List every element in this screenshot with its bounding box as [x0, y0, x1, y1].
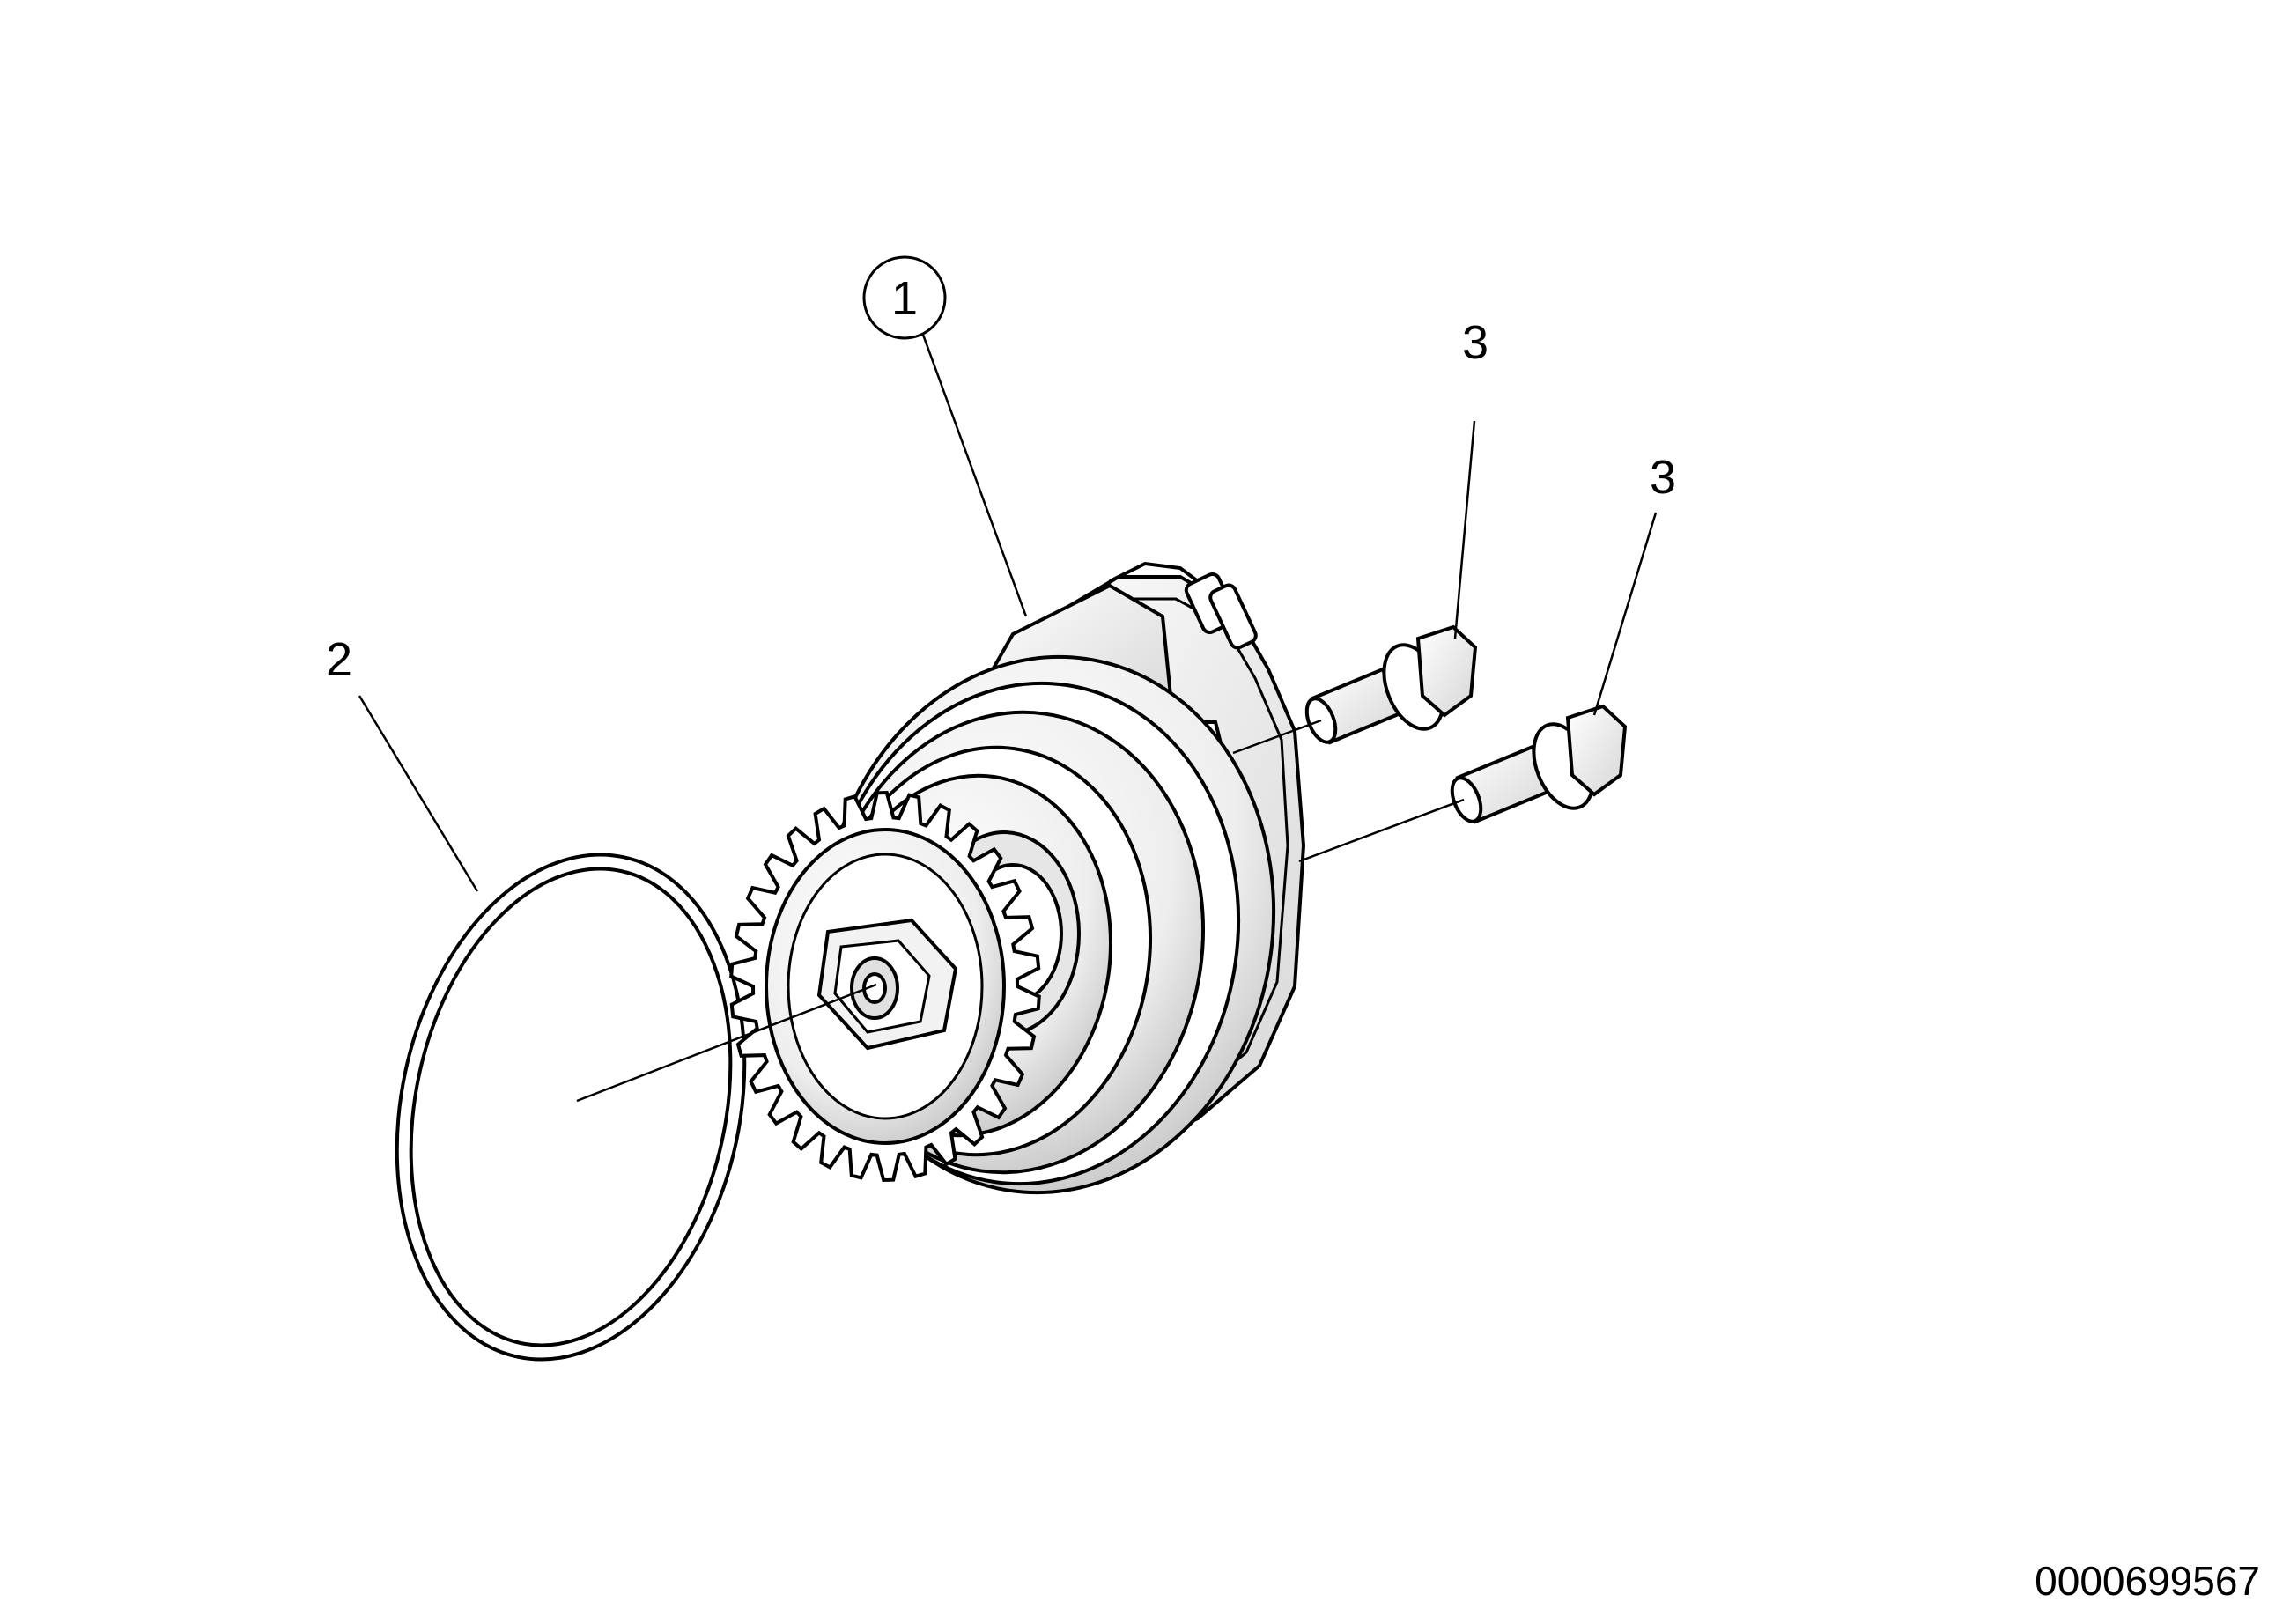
callout-2-label: 2	[326, 633, 352, 686]
leader-lines	[358, 334, 1658, 1103]
callout-2: 2	[326, 633, 352, 686]
bolt-part-lower	[1450, 704, 1628, 824]
callout-3a: 3	[1462, 316, 1488, 369]
callout-3b: 3	[1650, 451, 1676, 504]
callout-1: 1	[862, 255, 947, 340]
o-ring-part	[395, 853, 747, 1362]
callout-3b-label: 3	[1650, 451, 1676, 504]
document-number: 0000699567	[2035, 1558, 2260, 1604]
callout-1-label: 1	[891, 272, 918, 325]
callout-3a-label: 3	[1462, 316, 1488, 369]
bolt-part-upper	[1304, 624, 1478, 745]
drive-gear	[729, 790, 1041, 1183]
